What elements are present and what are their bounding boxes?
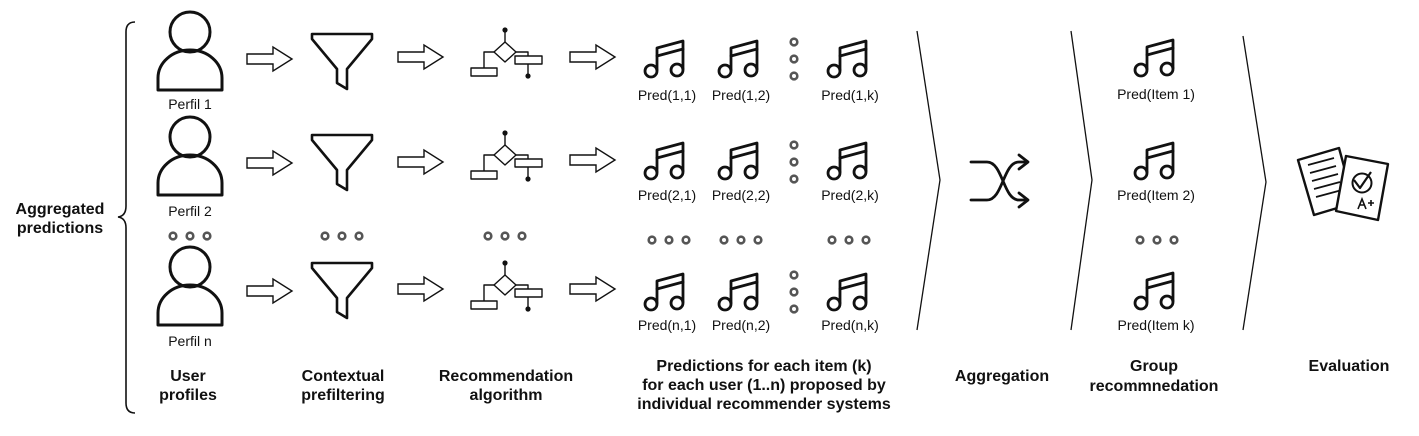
horizontal-ellipsis-icon xyxy=(719,235,763,245)
horizontal-ellipsis-icon xyxy=(647,235,691,245)
stage-title-user-profiles: User xyxy=(170,368,206,385)
profile-label-1: Perfil 1 xyxy=(168,96,212,112)
stage-title-evaluation: Evaluation xyxy=(1309,358,1390,375)
group-item-label: Pred(Item 2) xyxy=(1117,187,1195,203)
pred-label: Pred(1,2) xyxy=(712,87,770,103)
shuffle-icon xyxy=(969,153,1030,209)
group-item-label: Pred(Item 1) xyxy=(1117,86,1195,102)
stage-title-predictions: individual recommender systems xyxy=(637,396,891,413)
flow-arrow-icon xyxy=(246,278,293,304)
music-note-icon xyxy=(1133,38,1175,78)
flow-arrow-icon xyxy=(397,149,444,175)
horizontal-ellipsis-icon xyxy=(827,235,871,245)
flow-arrow-icon xyxy=(397,276,444,302)
pred-label: Pred(n,1) xyxy=(638,317,696,333)
music-note-icon xyxy=(1133,141,1175,181)
pred-label: Pred(n,k) xyxy=(821,317,879,333)
profile-label-n: Perfil n xyxy=(168,333,212,349)
pred-label: Pred(1,k) xyxy=(821,87,879,103)
flowchart-icon xyxy=(470,26,543,80)
stage-title-predictions: Predictions for each item (k) xyxy=(656,358,871,375)
graded-documents-icon xyxy=(1296,146,1390,222)
funnel-icon xyxy=(310,261,374,320)
pred-label: Pred(2,1) xyxy=(638,187,696,203)
pred-label: Pred(1,1) xyxy=(638,87,696,103)
music-note-icon xyxy=(717,39,759,79)
stage-title-prefiltering: Contextual xyxy=(302,368,385,385)
horizontal-ellipsis-icon xyxy=(320,231,364,241)
music-note-icon xyxy=(826,39,868,79)
pred-label: Pred(n,2) xyxy=(712,317,770,333)
music-note-icon xyxy=(643,272,685,312)
side-label-line1: Aggregated xyxy=(16,201,105,218)
flow-arrow-icon xyxy=(569,147,616,173)
user-icon xyxy=(156,245,224,327)
user-icon xyxy=(156,115,224,197)
group-item-label: Pred(Item k) xyxy=(1117,317,1194,333)
stage-separator-chevron xyxy=(1070,30,1093,331)
music-note-icon xyxy=(643,141,685,181)
grouping-brace xyxy=(117,21,136,414)
stage-title-algorithm: algorithm xyxy=(470,387,543,404)
horizontal-ellipsis-icon xyxy=(168,231,212,241)
stage-title-group-recommendation: recommnedation xyxy=(1090,378,1219,395)
user-icon xyxy=(156,10,224,92)
music-note-icon xyxy=(826,141,868,181)
pred-label: Pred(2,2) xyxy=(712,187,770,203)
vertical-ellipsis-icon xyxy=(789,270,799,314)
funnel-icon xyxy=(310,32,374,91)
music-note-icon xyxy=(717,272,759,312)
music-note-icon xyxy=(826,272,868,312)
pred-label: Pred(2,k) xyxy=(821,187,879,203)
funnel-icon xyxy=(310,133,374,192)
profile-label-2: Perfil 2 xyxy=(168,203,212,219)
music-note-icon xyxy=(717,141,759,181)
flow-arrow-icon xyxy=(569,276,616,302)
flow-arrow-icon xyxy=(397,44,444,70)
flow-arrow-icon xyxy=(569,44,616,70)
stage-title-algorithm: Recommendation xyxy=(439,368,573,385)
stage-title-group-recommendation: Group xyxy=(1130,358,1178,375)
flow-arrow-icon xyxy=(246,150,293,176)
vertical-ellipsis-icon xyxy=(789,37,799,81)
horizontal-ellipsis-icon xyxy=(483,231,527,241)
stage-title-aggregation: Aggregation xyxy=(955,368,1049,385)
flowchart-icon xyxy=(470,259,543,313)
stage-title-user-profiles: profiles xyxy=(159,387,217,404)
flowchart-icon xyxy=(470,129,543,183)
horizontal-ellipsis-icon xyxy=(1135,235,1179,245)
stage-separator-chevron xyxy=(1242,35,1267,331)
flow-arrow-icon xyxy=(246,46,293,72)
vertical-ellipsis-icon xyxy=(789,140,799,184)
stage-title-predictions: for each user (1..n) proposed by xyxy=(642,377,886,394)
side-label-line2: predictions xyxy=(17,220,103,237)
music-note-icon xyxy=(1133,271,1175,311)
stage-title-prefiltering: prefiltering xyxy=(301,387,385,404)
stage-separator-chevron xyxy=(916,30,941,331)
music-note-icon xyxy=(643,39,685,79)
